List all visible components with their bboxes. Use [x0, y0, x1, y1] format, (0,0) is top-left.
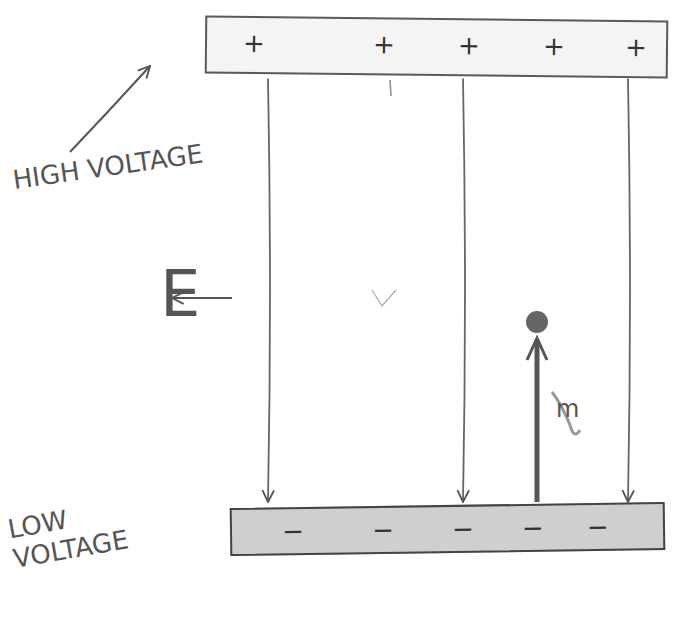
force-arrow-shaft [535, 340, 540, 502]
voltage-label: LOW VOLTAGE [6, 495, 135, 575]
charge-sign: + [458, 32, 480, 58]
field-line [463, 78, 465, 502]
field-symbol: E [160, 258, 220, 332]
charge-sign: − [372, 517, 394, 543]
charge-sign: + [543, 33, 565, 59]
charge-sign: + [373, 31, 395, 57]
charge-sign: + [625, 34, 647, 60]
field-line [628, 78, 630, 502]
positive-plate: + + + + + [205, 16, 669, 79]
voltage-label: HIGH VOLTAGE [11, 134, 243, 196]
charged-particle [526, 311, 548, 333]
particle-label: m [556, 396, 596, 424]
charge-sign: − [522, 515, 544, 541]
force-arrow-head [527, 338, 547, 360]
negative-plate: −−−−− [230, 502, 666, 556]
pointer-arrow [70, 66, 150, 152]
charge-sign: − [282, 518, 304, 544]
charge-sign: + [243, 30, 265, 56]
faint-mark [372, 290, 396, 306]
field-line [268, 78, 270, 502]
charge-sign: − [587, 514, 609, 540]
tick-mark [390, 80, 391, 96]
charge-sign: − [452, 516, 474, 542]
